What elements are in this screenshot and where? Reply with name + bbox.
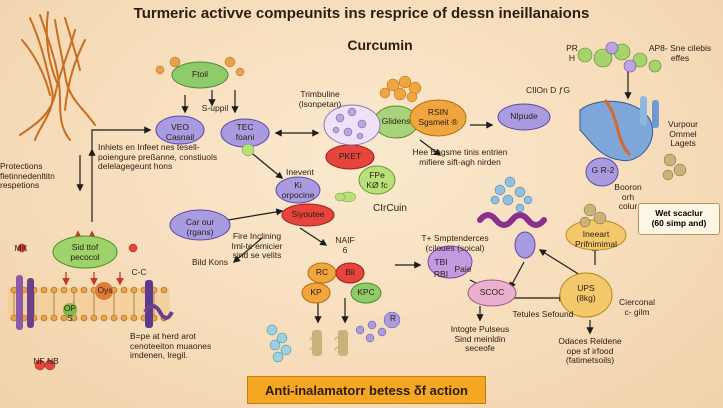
molecule-clusters	[17, 41, 687, 371]
caraur-node-label: Car our (rgans)	[185, 217, 215, 237]
diagram-title: Turmeric activve compeunits ins resprice…	[133, 5, 590, 22]
naif-label: NAIF 6	[335, 235, 355, 255]
r-small-label: R	[389, 313, 397, 323]
ki-orpocine-label: Ki orpocine	[281, 180, 315, 200]
rbi-label: RBI	[433, 269, 449, 279]
tsmpte-label: T+ Smptenderces (ciloues (soical)	[421, 233, 489, 253]
pr-label: PR H	[566, 43, 578, 63]
op-label: OP S	[63, 303, 77, 323]
tetules-label: Tetules Sefound	[512, 309, 574, 319]
inevent-label: Inevent	[286, 167, 314, 177]
trimbuline-label: Trimbuline (lsonpetan)	[298, 89, 342, 109]
oys-label: Oys	[97, 285, 113, 295]
footer-banner: Anti-inalamatorr betess δf action	[247, 376, 486, 404]
booron-label: Booron orh colur	[614, 182, 642, 212]
circuin-label: CIrCuin	[373, 203, 407, 214]
cilon-label: CIlOn D ƒG	[526, 85, 570, 95]
rc-node-label: RC	[315, 267, 329, 277]
heeengsme-description: Hee Engsme tinis entrien mifiere sift-ag…	[412, 147, 508, 167]
fpe-label: FPe KØ fc	[366, 170, 388, 190]
kpc-node-label: KPC	[357, 287, 375, 297]
tbi-label: TBI	[434, 257, 448, 267]
footer-title: Anti-inalamatorr betess δf action	[265, 382, 468, 398]
nfg-label: NF NB	[33, 356, 59, 366]
diagram-subtitle: Curcumin	[347, 37, 413, 53]
gr2-label: G R-2	[591, 165, 615, 175]
siyoutee-node-label: Siyoutee	[291, 209, 325, 219]
wetscaclur-box: Wet scaclur (60 simp and)	[638, 203, 720, 235]
tec-node-label: TEC foani	[235, 122, 255, 142]
odaces-label: Odaces Reldene ope sf irfood (fatimetsoi…	[558, 336, 622, 366]
integte-label: Intogte Pulseus Sind meinldin seceofe	[450, 324, 510, 354]
vurpour-label: Vurpour Ommel Lagets	[668, 119, 698, 149]
bii-node-label: Bii	[345, 267, 355, 277]
cierconal-label: Cierconal c- gilm	[619, 297, 655, 317]
inhiets-description: Inhiets en Infeet nes tesell- poiengure …	[98, 142, 218, 172]
veo-node-label: VEO Casnail	[165, 122, 195, 142]
s-uppil-label: S-uppil	[201, 103, 229, 113]
kp-node-label: KP	[310, 287, 322, 297]
protections-label: Protections fletinnedenltitn respetions	[0, 161, 55, 191]
glidens-label: Glidens	[381, 116, 411, 126]
cc-label: C-C	[131, 267, 147, 277]
ptoil-label: Ftoil	[191, 69, 209, 79]
cell-membrane-graphic	[8, 275, 170, 330]
mk-label: MK	[14, 243, 28, 253]
pathway-nodes	[52, 61, 627, 318]
nipude-label: NIpude	[510, 111, 538, 121]
bipe-description: B=pe at herd arot cenoteeiton muaones im…	[130, 331, 212, 361]
sid-pecocol-node-label: Sid ttof pecocol	[70, 242, 100, 262]
ups-node-label: UPS (8kg)	[576, 283, 596, 303]
rsin-label: RSIN Sgsmeit ®	[418, 107, 458, 127]
apb-label: AP8- Sne cilebis effes	[648, 43, 712, 63]
ineeart-node-label: Ineeart Prifnimimal	[574, 229, 618, 249]
wetscaclur-label: Wet scaclur (60 simp and)	[651, 208, 707, 228]
scoc-node-label: SCOC	[479, 287, 505, 297]
pket-node-label: PKET	[338, 151, 362, 161]
pathway-arrows	[76, 70, 632, 335]
bildkons-label: Bild Kons	[192, 257, 228, 267]
fiber-bundle-graphic	[19, 11, 96, 141]
paie-label: Paie	[454, 264, 472, 274]
fireincluing-label: Fire Inclining Iml-te emicier sind se ve…	[231, 231, 283, 261]
